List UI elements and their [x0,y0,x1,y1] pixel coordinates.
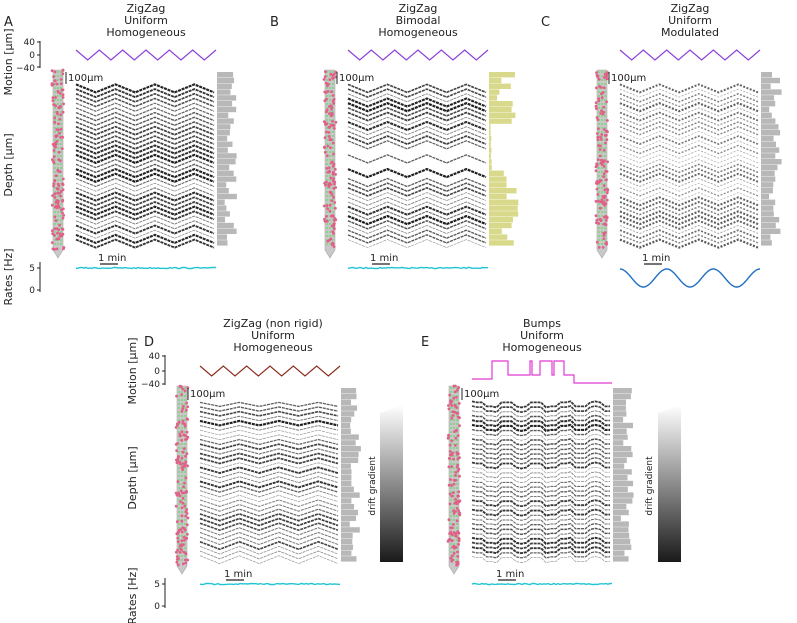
raster-plot [619,83,759,249]
panel-title-line3: Homogeneous [378,26,458,39]
drift-gradient-label: drift gradient [368,456,378,516]
panel-letter: A [4,15,13,30]
motion-axis-label: Motion [µm] [2,28,15,95]
panel-title-line2: Uniform [668,14,712,27]
panel-title-line3: Modulated [661,26,719,39]
depth-axis-label: Depth [µm] [2,133,15,196]
probe-icon [174,384,190,575]
probe-icon [446,384,462,575]
panel-e: E Bumps Uniform Homogeneous 100µm 1 min … [421,317,681,586]
panel-letter: D [144,335,154,350]
axes-row-1: Motion [µm] 40 0 −40 Depth [µm] Rates [H… [2,28,41,306]
motion-axis-label: Motion [µm] [126,337,139,404]
panel-title-line2: Uniform [520,329,564,342]
motion-tick-label: −40 [16,64,35,74]
probe-icon [594,69,610,259]
panel-title-line3: Homogeneous [233,341,313,354]
panel-title-line1: ZigZag [399,2,438,15]
panel-title-line1: ZigZag [127,2,166,15]
panel-title-line2: Uniform [251,329,295,342]
depth-histogram [489,72,519,246]
raster-plot [347,83,487,248]
motion-trace [472,360,612,384]
time-bar-label: 1 min [370,253,398,264]
panel-title-line3: Homogeneous [106,26,186,39]
panel-letter: E [421,335,429,350]
time-bar-label: 1 min [98,253,126,264]
panel-b: B ZigZag Bimodal Homogeneous 100µm 1 min [270,2,519,270]
panel-title-line3: Homogeneous [502,341,582,354]
scale-bar-label: 100µm [339,73,374,84]
scale-bar-label: 100µm [464,389,499,400]
panel-title-line1: ZigZag [671,2,710,15]
rates-tick-label: 5 [154,580,160,590]
rates-tick-label: 5 [29,264,35,274]
rate-trace [471,582,612,586]
probe-icon [50,68,66,259]
motion-trace [619,49,761,61]
raster-plot [199,401,339,564]
depth-histogram [761,72,782,246]
raster-plot [471,400,610,563]
axes-row-2: Motion [µm] 40 0 −40 Depth [µm] Rates [H… [126,337,166,623]
panel-title-line1: Bumps [523,317,561,330]
motion-tick-label: −40 [141,380,160,390]
motion-trace [199,365,341,377]
time-bar-label: 1 min [224,569,252,580]
panel-c: C ZigZag Uniform Modulated 100µm 1 min [541,2,782,288]
depth-histogram [217,72,237,246]
scale-bar-label: 100µm [611,73,646,84]
motion-tick-label: 40 [149,352,161,362]
depth-histogram [613,388,634,562]
rate-trace [347,266,489,270]
panel-title-line1: ZigZag (non rigid) [223,317,323,330]
rate-trace [75,266,216,270]
motion-tick-label: 40 [24,38,36,48]
motion-tick-label: 0 [154,367,160,377]
probe-icon [322,69,338,259]
drift-gradient-wedge [380,405,403,562]
scale-bar-label: 100µm [190,389,225,400]
rates-axis-label: Rates [Hz] [126,567,139,623]
depth-axis-label: Depth [µm] [126,446,139,509]
scale-bar-label: 100µm [68,73,103,84]
panel-letter: B [270,15,279,30]
drift-gradient-wedge [658,405,681,562]
rates-axis-label: Rates [Hz] [2,248,15,305]
raster-plot [75,83,215,249]
motion-trace [347,49,489,61]
rates-tick-label: 0 [154,602,160,612]
motion-tick-label: 0 [29,51,35,61]
panel-d: D ZigZag (non rigid) Uniform Homogeneous… [144,317,403,586]
rate-trace [619,268,761,288]
depth-histogram [341,388,361,562]
time-bar-label: 1 min [642,253,670,264]
panel-title-line2: Uniform [124,14,168,27]
panel-a: A ZigZag Uniform Homogeneous 100µm 1 min [4,2,237,270]
rate-trace [199,582,340,586]
rates-tick-label: 0 [29,286,35,296]
time-bar-label: 1 min [496,569,524,580]
panel-title-line2: Bimodal [396,14,441,27]
panel-letter: C [541,15,550,30]
drift-gradient-label: drift gradient [645,456,655,516]
motion-trace [75,49,217,61]
